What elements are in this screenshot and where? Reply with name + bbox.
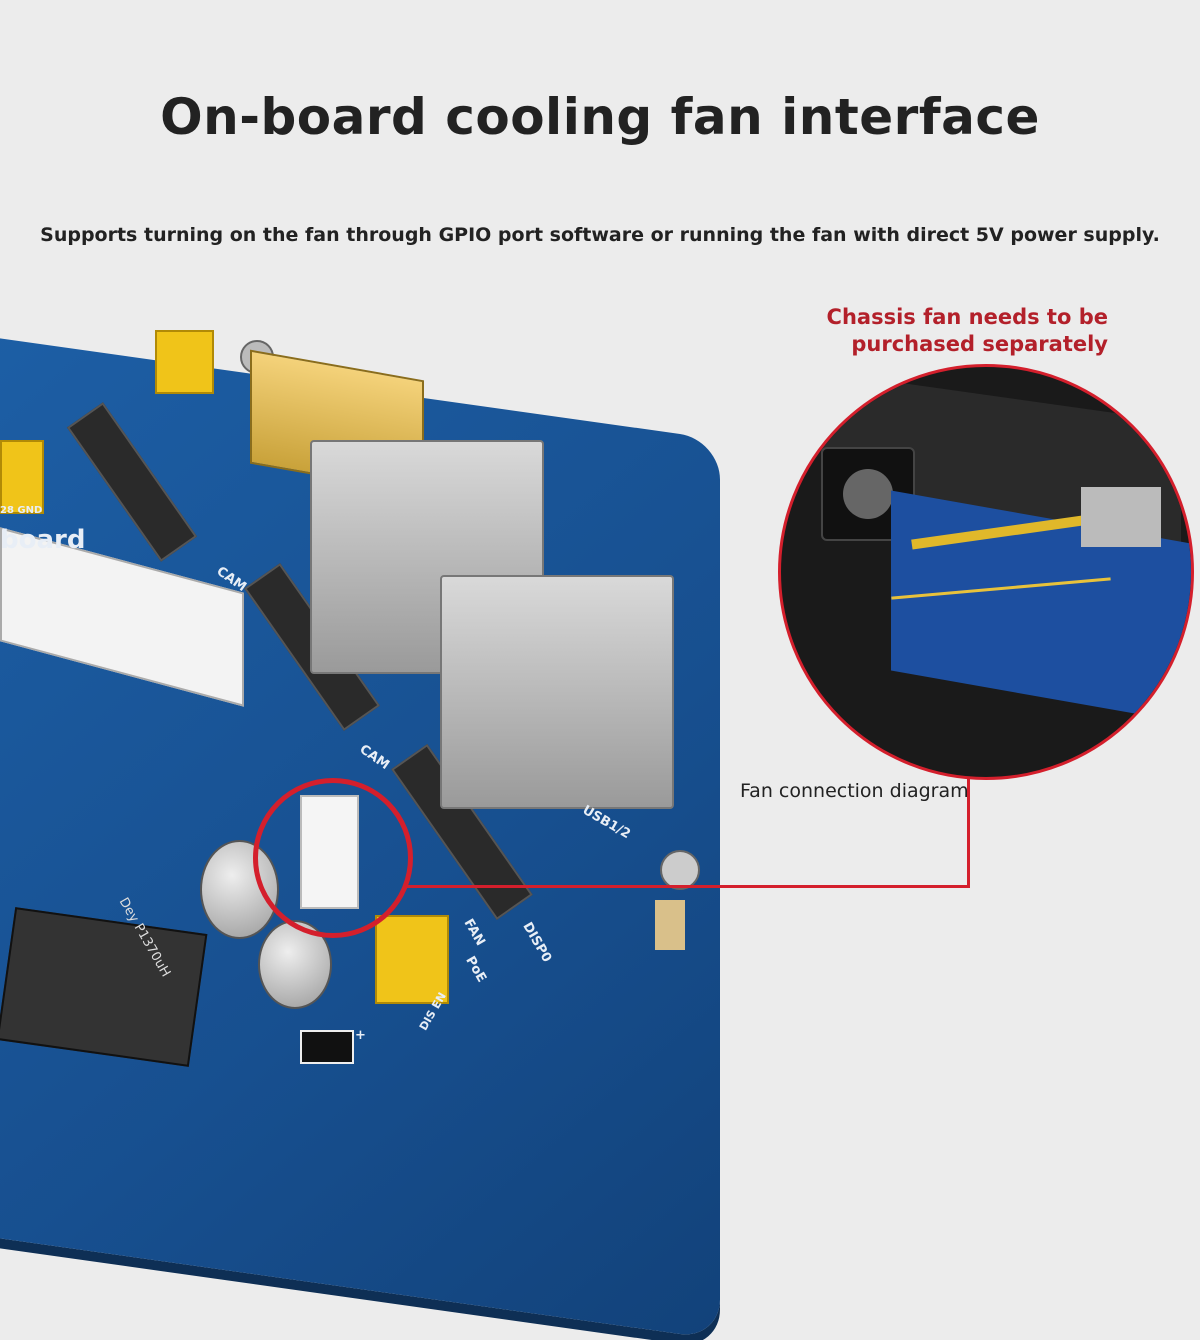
silk-board: board — [0, 525, 86, 555]
fan-inset-photo — [778, 364, 1194, 780]
gpio-header — [0, 440, 44, 514]
page-title: On-board cooling fan interface — [160, 88, 1040, 146]
connector-line — [967, 772, 970, 888]
connector-line — [405, 885, 970, 888]
screw-icon — [660, 850, 700, 890]
silk-plus: + — [355, 1028, 366, 1043]
power-pads — [300, 1030, 354, 1064]
inductor — [0, 907, 208, 1067]
usb-port — [440, 575, 674, 809]
note-line: purchased separately — [851, 332, 1108, 356]
silk-gnd: 28 GND — [0, 505, 43, 516]
purchase-note: Chassis fan needs to be purchased separa… — [827, 304, 1108, 358]
fan-diagram-caption: Fan connection diagram — [740, 780, 969, 802]
standoff — [655, 900, 685, 950]
subtitle: Supports turning on the fan through GPIO… — [40, 224, 1160, 246]
inset-usb — [1081, 487, 1161, 547]
note-line: Chassis fan needs to be — [826, 305, 1108, 329]
highlight-circle — [253, 778, 413, 938]
jumper-fan — [375, 915, 449, 1004]
jumper-top — [155, 330, 214, 394]
